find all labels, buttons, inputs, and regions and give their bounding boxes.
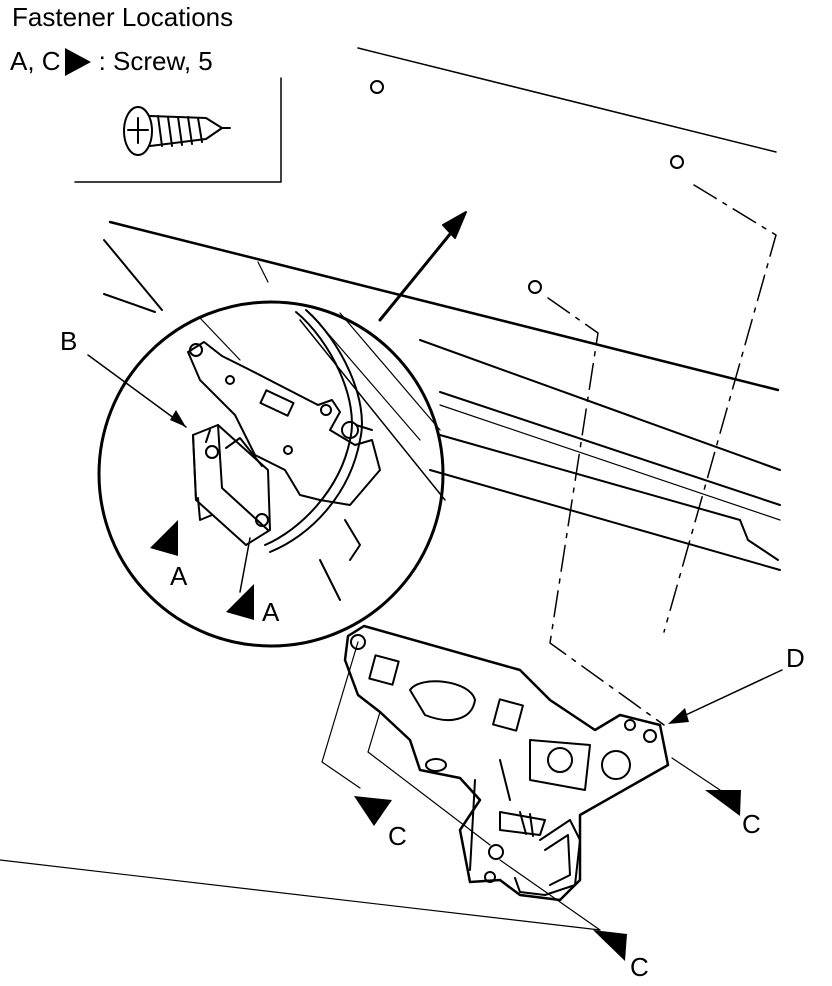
screw-legend-box (74, 77, 282, 183)
page-title: Fastener Locations (12, 2, 234, 32)
callout-a2: A (262, 597, 280, 627)
arrow-triangle-icon (593, 930, 627, 961)
detail-magnifier (97, 300, 446, 648)
callout-b: B (60, 326, 77, 356)
callout-d: D (786, 643, 805, 673)
callout-c1: C (388, 821, 407, 851)
leader-d-arrowhead (668, 708, 689, 724)
leader-a2 (239, 537, 251, 593)
arrow-triangle-icon (705, 790, 741, 816)
callout-c2: C (742, 809, 761, 839)
legend-letters: A, C (10, 46, 61, 76)
legend-text: : Screw, 5 (98, 46, 213, 76)
body-panel (103, 47, 781, 726)
leader-b (87, 354, 187, 428)
arrow-triangle-icon (226, 584, 254, 620)
leader-b-arrowhead (170, 410, 186, 427)
leader-arrow (378, 211, 467, 322)
callout-a1: A (170, 561, 188, 591)
callout-c3: C (630, 952, 649, 982)
leader-d (674, 669, 783, 721)
arrow-triangle-icon (354, 796, 392, 826)
arrow-triangle-icon (64, 47, 91, 76)
hinge-bracket (343, 624, 670, 902)
arrow-triangle-icon (150, 520, 178, 556)
centerlines-c (0, 641, 721, 931)
fastener-legend: A, C : Screw, 5 (10, 46, 213, 77)
screw-icon (123, 106, 231, 156)
